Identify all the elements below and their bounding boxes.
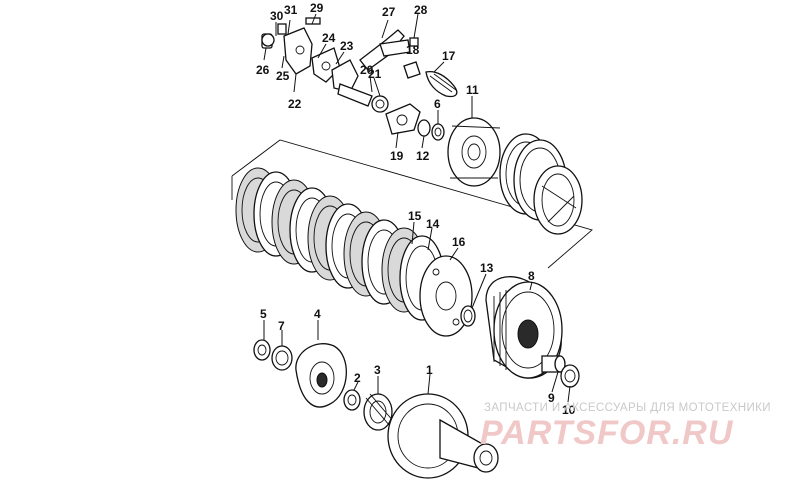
callout-28: 28 — [414, 3, 428, 17]
leader-lines — [263, 13, 571, 403]
callout-labels: 30 31 29 27 28 18 17 11 6 12 19 21 20 23… — [256, 1, 576, 417]
callout-20-group: 20 — [360, 63, 374, 93]
callout-15: 15 — [408, 209, 422, 223]
callout-27: 27 — [382, 5, 396, 19]
callout-29: 29 — [310, 1, 324, 15]
callout-5: 5 — [260, 307, 267, 321]
clutch-plate-stack — [235, 167, 445, 321]
callout-7: 7 — [278, 319, 285, 333]
callout-22: 22 — [288, 97, 302, 111]
callout-31: 31 — [284, 3, 298, 17]
callout-16: 16 — [452, 235, 466, 249]
callout-21: 21 — [368, 67, 382, 81]
callout-30: 30 — [270, 9, 284, 23]
callout-3: 3 — [374, 363, 381, 377]
plate-pack-outline — [231, 139, 593, 269]
callout-8: 8 — [528, 269, 535, 283]
callout-4: 4 — [314, 307, 321, 321]
callout-9: 9 — [548, 391, 555, 405]
callout-2: 2 — [354, 371, 361, 385]
callout-10: 10 — [562, 403, 576, 417]
callout-23: 23 — [340, 39, 354, 53]
callout-18: 18 — [406, 43, 420, 57]
callout-24: 24 — [322, 31, 336, 45]
callout-1: 1 — [426, 363, 433, 377]
basket-shaft — [541, 355, 580, 388]
callout-26: 26 — [256, 63, 270, 77]
callout-17: 17 — [442, 49, 456, 63]
callout-6: 6 — [434, 97, 441, 111]
callout-12: 12 — [416, 149, 430, 163]
pressure-plate-11 — [447, 117, 501, 187]
clutch-basket-8 — [485, 276, 563, 379]
callout-25: 25 — [276, 69, 290, 83]
bearing-parts-2-3 — [343, 389, 395, 431]
watermark-caption: ЗАПЧАСТИ И АКСЕССУАРЫ ДЛЯ МОТОТЕХНИКИ — [484, 402, 771, 414]
callout-14: 14 — [426, 217, 440, 231]
release-lever-group — [261, 17, 458, 141]
upper-plates — [499, 133, 583, 235]
plate-16 — [419, 255, 473, 337]
callout-20-label: 20 — [360, 63, 374, 77]
callout-13: 13 — [480, 261, 494, 275]
callout-19: 19 — [390, 149, 404, 163]
lower-left-parts — [253, 339, 347, 408]
watermark-logo: PARTSFOR.RU — [480, 414, 734, 452]
ring-13 — [460, 305, 476, 327]
callout-11: 11 — [466, 83, 479, 97]
